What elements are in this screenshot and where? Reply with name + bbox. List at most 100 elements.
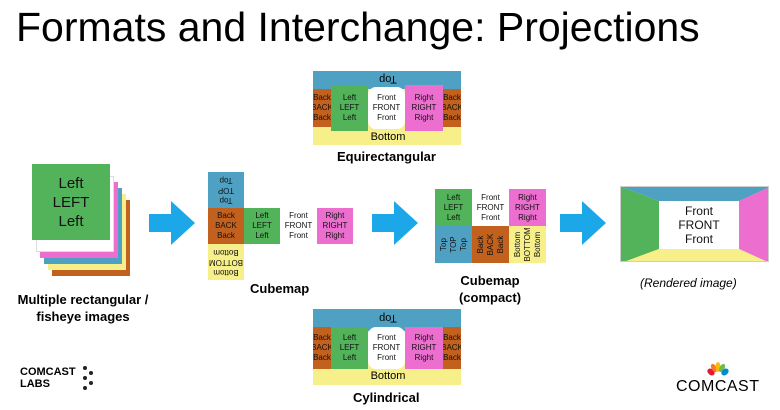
face-text: LEFT (52, 193, 90, 211)
face-text: RIGHT (411, 343, 437, 352)
face-text: Back (217, 211, 235, 220)
equirectangular-image: Back BACK Back Left LEFT Left Front FRON… (313, 71, 461, 145)
face-text: Front (481, 192, 500, 202)
face-text: FRONT (476, 202, 505, 212)
face-text: Left (446, 212, 461, 222)
face-text: RIGHT (515, 202, 540, 212)
face-text: Front (377, 353, 396, 362)
arrow-right-icon (372, 201, 418, 245)
cylindrical-image: Back BACK Back Left LEFT Left Front FRON… (313, 309, 461, 385)
face-text: Back (443, 113, 461, 122)
face-text: Right (414, 333, 434, 342)
label-line: fisheye images (36, 309, 130, 324)
face-text: Right (414, 353, 434, 362)
equirect-bottom-text: Bottom (370, 131, 406, 143)
face-text: FRONT (678, 218, 720, 232)
face-front: Front FRONT Front (368, 87, 405, 129)
face-text: Back (443, 333, 461, 342)
face-text: FRONT (284, 221, 313, 230)
face-text: Left (255, 231, 269, 240)
multiple-images-label: Multiple rectangular / fisheye images (8, 291, 158, 325)
cyl-top-text: Top (379, 312, 397, 324)
face-text: LEFT (339, 103, 360, 112)
slide-title: Formats and Interchange: Projections (16, 4, 700, 50)
face-text: Left (255, 211, 269, 220)
face-text: Bottom (213, 248, 239, 257)
face-text: TOP (217, 186, 235, 195)
face-text: Left (58, 174, 84, 192)
face-text: Left (342, 113, 357, 122)
face-text: Front (684, 232, 713, 246)
face-text: Front (481, 212, 500, 222)
face-text: FRONT (372, 343, 401, 352)
face-text: Front (289, 231, 308, 240)
comcast-logo: COMCAST (676, 362, 760, 396)
face-right: Right RIGHT Right (405, 85, 443, 131)
face-text: Left (342, 333, 357, 342)
face-text: Back (313, 113, 331, 122)
labs-dots-icon (83, 366, 93, 390)
face-text: Front (289, 211, 308, 220)
face-left: Left LEFT Left (331, 85, 368, 131)
arrow-right-icon (149, 201, 195, 245)
face-text: BACK (313, 103, 331, 112)
face-bottom: Bottom BOTTOM Bottom (208, 244, 244, 280)
face-text: Bottom (512, 231, 522, 258)
label-line: Cubemap (460, 273, 520, 288)
face-text: BACK (443, 343, 461, 352)
face-text: RIGHT (411, 103, 437, 112)
cubemap-compact-label: Cubemap (compact) (430, 272, 550, 306)
cyl-bottom-text: Bottom (370, 370, 406, 382)
face-text: Back (217, 231, 235, 240)
face-text: Left (342, 93, 357, 102)
face-text: Left (342, 353, 357, 362)
face-back: Back BACK Back (313, 327, 331, 369)
stack-card-left: Left LEFT Left (32, 164, 110, 240)
face-text: BOTTOM (522, 227, 532, 262)
face-text: RIGHT (322, 221, 348, 230)
face-text: Front (377, 113, 396, 122)
face-right: Right RIGHT Right (317, 208, 353, 244)
face-back: Back BACK Back (208, 208, 244, 244)
logo-line: LABS (20, 378, 50, 390)
rendered-image-label: (Rendered image) (640, 276, 737, 290)
face-back: Back BACK Back (313, 89, 331, 127)
arrow-right-icon (560, 201, 606, 245)
face-text: Back (313, 93, 331, 102)
rendered-image: Front FRONT Front (620, 186, 769, 262)
face-text: TOP (448, 236, 458, 253)
rendered-front-face: Front FRONT Front (659, 201, 739, 249)
face-text: Top (219, 196, 233, 205)
face-text: Top (438, 238, 448, 251)
face-front: Front FRONT Front (280, 208, 317, 244)
face-text: BOTTOM (208, 258, 244, 267)
image-stack: Left LEFT Left (30, 160, 140, 280)
cubemap-cross: Top TOP Top Back BACK Back Left LEFT Lef… (208, 172, 353, 280)
comcast-labs-logo: COMCAST LABS (20, 366, 100, 394)
cubemap-label: Cubemap (250, 281, 310, 296)
face-text: Top (219, 176, 233, 185)
face-right: Right RIGHT Right (509, 189, 546, 226)
face-bottom: Bottom BOTTOM Bottom (509, 226, 546, 263)
face-text: Bottom (532, 231, 542, 258)
face-text: Back (495, 235, 505, 254)
face-text: Back (443, 93, 461, 102)
face-text: Front (684, 204, 713, 218)
face-text: Right (325, 231, 345, 240)
cubemap-compact: Left LEFT Left Front FRONT Front Right R… (435, 189, 546, 263)
cylindrical-label: Cylindrical (353, 390, 420, 405)
label-line: Multiple rectangular / (17, 292, 149, 307)
face-front: Front FRONT Front (368, 327, 405, 369)
comcast-labs-text: COMCAST LABS (20, 366, 76, 390)
equirect-top-text: Top (379, 73, 397, 85)
face-top: Top TOP Top (435, 226, 472, 263)
face-back: Back BACK Back (443, 89, 461, 127)
face-top: Top TOP Top (208, 172, 244, 208)
rendered-perspective (621, 187, 768, 261)
face-text: BACK (443, 103, 461, 112)
face-text: Right (518, 192, 537, 202)
face-text: Front (377, 333, 396, 342)
label-line: (compact) (458, 290, 522, 305)
face-left: Left LEFT Left (435, 189, 472, 226)
face-text: Back (475, 235, 485, 254)
